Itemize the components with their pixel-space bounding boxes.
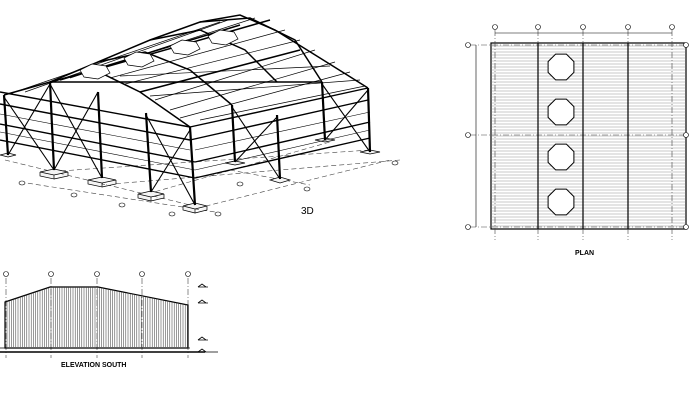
elevation-outline [4, 286, 189, 349]
plan-frame-lines [537, 43, 629, 229]
iso-3d-view [0, 14, 401, 217]
roof-purlins [11, 17, 366, 121]
elevation-level-markers [197, 283, 218, 353]
plan-grid-lines [470, 30, 689, 240]
elevation-cladding [6, 287, 188, 347]
elevation-grid-bubbles [3, 271, 191, 277]
skylight-octagon [547, 98, 575, 126]
column-footings [0, 137, 381, 214]
plan-roof-sheeting [491, 45, 686, 227]
iso-3d-label: 3D [301, 206, 314, 217]
wall-girts [0, 111, 371, 171]
skylight-octagon [547, 143, 575, 171]
plan-grid-bubbles [465, 24, 689, 230]
skylight-octagon [547, 53, 575, 81]
elevation-label: ELEVATION SOUTH [61, 362, 127, 369]
roof-skylights [79, 29, 239, 80]
plan-label: PLAN [575, 250, 595, 257]
grid-bubble-markers [18, 160, 399, 217]
roof-rafters [3, 14, 369, 128]
skylight-octagon [547, 188, 575, 216]
plan-skylights [547, 53, 575, 216]
elevation-south-view [0, 271, 218, 358]
plan-view [465, 24, 689, 240]
plan-dimension-line [475, 32, 672, 227]
